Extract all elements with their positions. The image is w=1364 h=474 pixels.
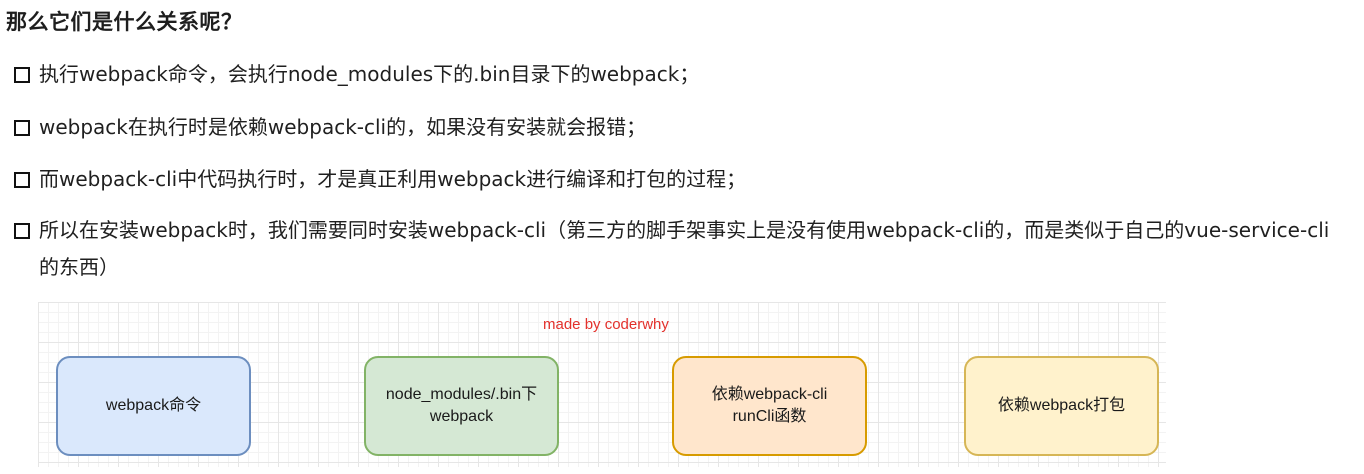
node-label: webpack命令 [105, 397, 202, 414]
node-bin-webpack: node_modules/.bin下 webpack [364, 356, 559, 456]
node-webpack-command: webpack命令 [56, 356, 251, 456]
node-label: 依赖webpack打包 [997, 397, 1126, 414]
square-bullet-icon [14, 67, 30, 83]
diagram-watermark: made by coderwhy [543, 316, 669, 333]
node-label: runCli函数 [732, 408, 807, 425]
node-label: webpack [429, 408, 494, 425]
bullet-item: 执行webpack命令，会执行node_modules下的.bin目录下的web… [14, 56, 699, 93]
bullet-text: 而webpack-cli中代码执行时，才是真正利用webpack进行编译和打包的… [39, 167, 747, 191]
bullet-item: 而webpack-cli中代码执行时，才是真正利用webpack进行编译和打包的… [14, 161, 746, 198]
flow-diagram: made by coderwhy webpack命令 node_modules/… [38, 302, 1166, 467]
bullet-text: 所以在安装webpack时，我们需要同时安装webpack-cli（第三方的脚手… [39, 218, 1330, 279]
node-webpack-bundle: 依赖webpack打包 [964, 356, 1159, 456]
square-bullet-icon [14, 172, 30, 188]
square-bullet-icon [14, 120, 30, 136]
square-bullet-icon [14, 223, 30, 239]
node-webpack-cli-runcli: 依赖webpack-cli runCli函数 [672, 356, 867, 456]
bullet-text: webpack在执行时是依赖webpack-cli的，如果没有安装就会报错； [39, 115, 647, 139]
section-heading: 那么它们是什么关系呢？ [6, 10, 243, 34]
bullet-item: webpack在执行时是依赖webpack-cli的，如果没有安装就会报错； [14, 109, 646, 146]
bullet-text: 执行webpack命令，会执行node_modules下的.bin目录下的web… [39, 62, 700, 86]
bullet-item: 所以在安装webpack时，我们需要同时安装webpack-cli（第三方的脚手… [14, 212, 1349, 286]
node-label: node_modules/.bin下 [385, 386, 538, 403]
node-label: 依赖webpack-cli [711, 386, 828, 403]
